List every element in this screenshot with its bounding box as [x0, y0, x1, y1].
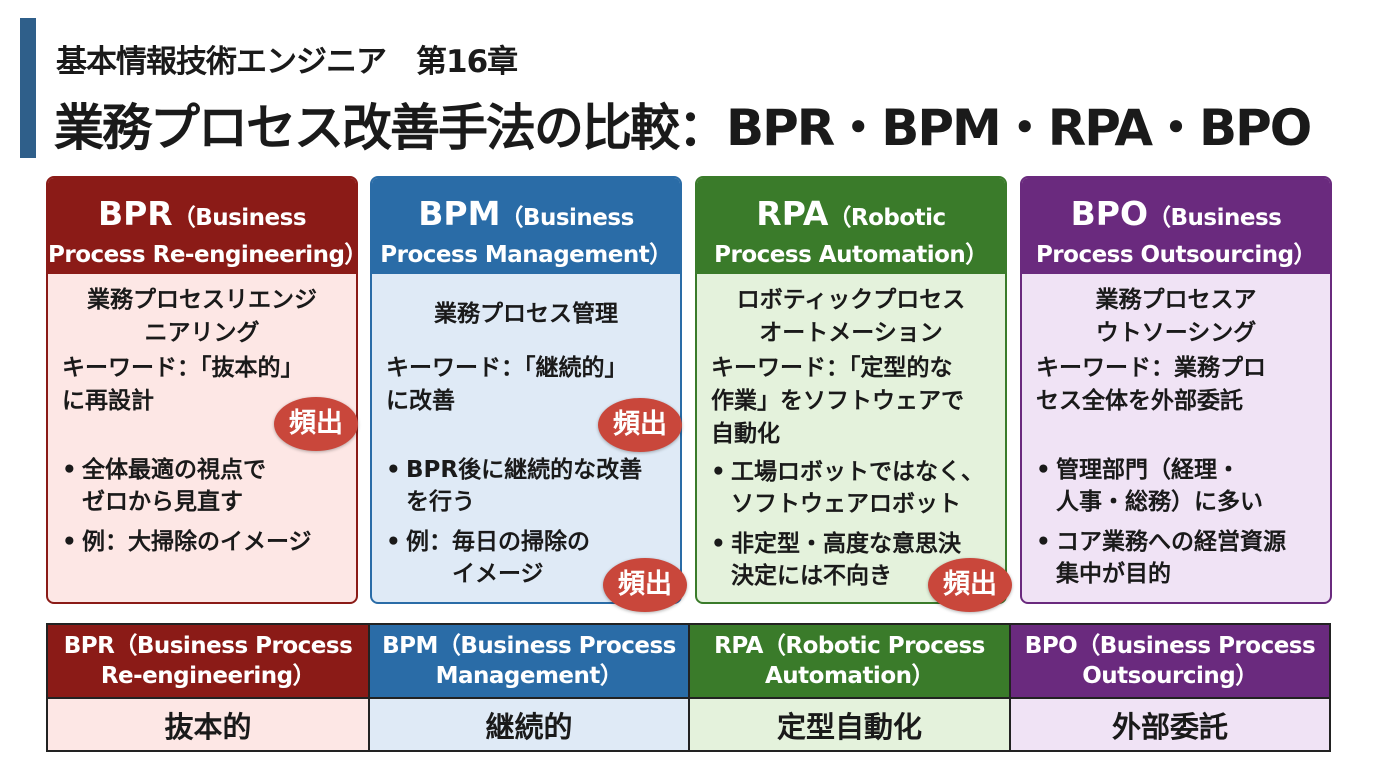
slide-title: 業務プロセス改善手法の比較：BPR・BPM・RPA・BPO	[54, 99, 1312, 157]
slide-subtitle: 基本情報技術エンジニア 第16章	[56, 44, 518, 80]
summary-table: BPR（Business Process Re-engineering） BPM…	[46, 623, 1331, 752]
card-abbr: BPO	[1070, 194, 1149, 233]
frequent-badge: 頻出	[598, 398, 682, 452]
card-jp-name: 業務プロセスリエンジ ニアリング	[87, 287, 317, 346]
bullet: BPR後に継続的な改善 を行う	[386, 454, 674, 518]
table-cell-bpo: 外部委託	[1009, 697, 1331, 752]
bullet: コア業務への経営資源 集中が目的	[1036, 526, 1324, 590]
title-accent-bar	[20, 18, 36, 158]
frequent-badge: 頻出	[274, 397, 358, 451]
table-cell-rpa: 定型自動化	[688, 697, 1011, 752]
card-full-name: Process Outsourcing）	[1035, 242, 1317, 268]
card-abbr: RPA	[756, 194, 829, 233]
card-abbr: BPM	[418, 194, 501, 233]
card-jp-name: 業務プロセスア ウトソーシング	[1095, 287, 1257, 346]
card-bullets: 全体最適の視点で ゼロから見直す例：大掃除のイメージ	[62, 454, 350, 566]
bullet: 非定型・高度な意思決 決定には不向き	[711, 528, 999, 592]
card-keyword: キーワード：「定型的な 作業」をソフトウェアで 自動化	[711, 355, 964, 447]
bullet: 例：毎日の掃除の イメージ	[386, 526, 674, 590]
card-full-name: （Business	[500, 205, 634, 231]
card-full-name: Process Management）	[380, 242, 672, 268]
table-header-bpm: BPM（Business Process Management）	[368, 623, 690, 699]
card-bullets: BPR後に継続的な改善 を行う例：毎日の掃除の イメージ	[386, 454, 674, 598]
card-keyword: キーワード：業務プロ セス全体を外部委託	[1036, 355, 1266, 414]
card-jp-name: ロボティックプロセス オートメーション	[736, 287, 966, 346]
bullet: 管理部門（経理・ 人事・総務）に多い	[1036, 454, 1324, 518]
table-header-bpo: BPO（Business Process Outsourcing）	[1009, 623, 1331, 699]
card-full-name: （Business	[172, 205, 307, 231]
bullet: 例：大掃除のイメージ	[62, 526, 350, 558]
card-full-name: Process Re-engineering）	[48, 242, 367, 268]
table-header-rpa: RPA（Robotic Process Automation）	[688, 623, 1011, 699]
card-bullets: 工場ロボットではなく、 ソフトウェアロボット非定型・高度な意思決 決定には不向き	[711, 456, 999, 600]
card-abbr: BPR	[97, 194, 173, 233]
bullet: 工場ロボットではなく、 ソフトウェアロボット	[711, 456, 999, 520]
table-cell-bpr: 抜本的	[46, 697, 370, 752]
frequent-badge: 頻出	[603, 558, 687, 612]
table-header-bpr: BPR（Business Process Re-engineering）	[46, 623, 370, 699]
card-full-name: （Business	[1148, 205, 1282, 231]
card-keyword: キーワード：「継続的」 に改善	[386, 355, 628, 414]
frequent-badge: 頻出	[928, 558, 1012, 612]
table-cell-bpm: 継続的	[368, 697, 690, 752]
card-full-name: （Robotic	[828, 205, 946, 231]
card-jp-name: 業務プロセス管理	[434, 301, 618, 327]
card-keyword: キーワード：「抜本的」 に再設計	[62, 355, 304, 414]
bullet: 全体最適の視点で ゼロから見直す	[62, 454, 350, 518]
card-bullets: 管理部門（経理・ 人事・総務）に多いコア業務への経営資源 集中が目的	[1036, 454, 1324, 598]
card-full-name: Process Automation）	[714, 242, 988, 268]
